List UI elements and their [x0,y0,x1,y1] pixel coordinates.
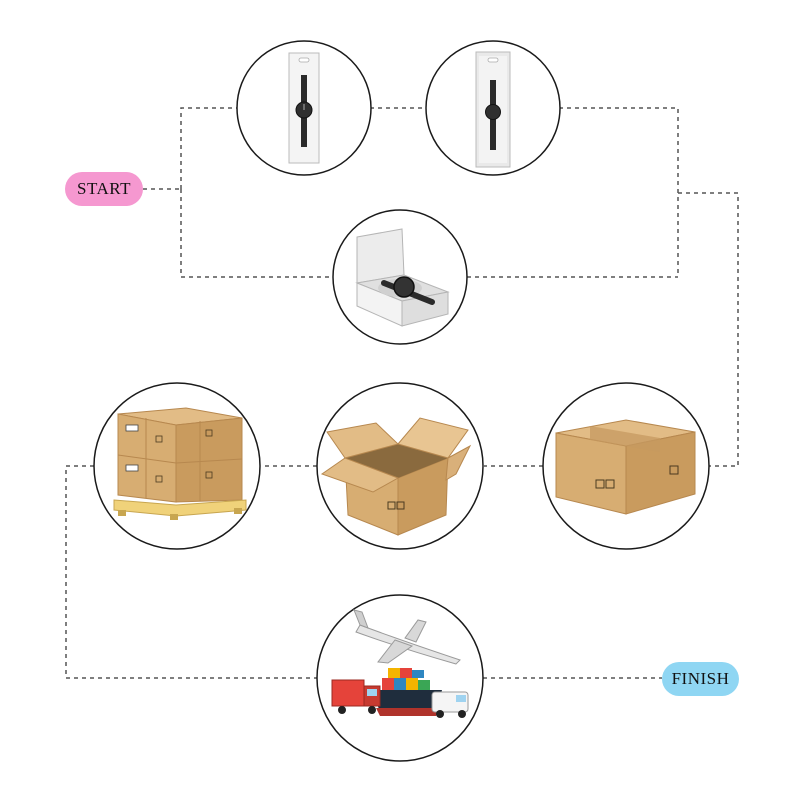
truck-icon [331,679,381,714]
palletized-cartons-icon [113,407,247,520]
watch-in-hanging-pack-icon [288,52,320,164]
van-icon [431,691,469,718]
sealed-carton-icon [555,419,696,515]
finish-label: FINISH [662,662,739,696]
stage-hanging-pack [236,40,372,176]
stage-sealed-carton [542,382,710,550]
stage-open-carton [316,382,484,550]
cargo-ship-icon [372,668,442,716]
shipping-transport-icon [331,609,469,718]
connector-top-right [559,107,679,277]
stage-palletized-cartons [93,382,261,550]
airplane-icon [353,609,461,665]
watch-in-clear-sleeve-icon [475,51,511,168]
stage-shipping-transport [316,594,484,762]
connector-start-top [180,107,238,189]
stage-gift-box [332,209,468,345]
watch-in-gift-box-icon [355,228,450,327]
start-label: START [65,172,143,206]
open-carton-icon [320,417,472,536]
stage-clear-sleeve [425,40,561,176]
connector-lines [65,107,739,679]
connector-start-bottom [180,189,334,278]
connector-right-down [678,192,739,467]
